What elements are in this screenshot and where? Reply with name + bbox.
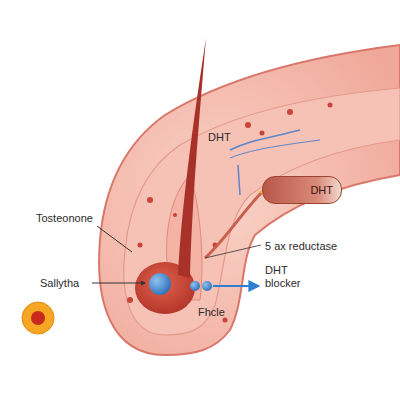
part-label: Tosteonone [36, 212, 106, 225]
part-label: DHT blocker [265, 264, 309, 290]
part-label: Sallytha [40, 277, 100, 290]
inner-sheath [124, 88, 400, 335]
part-label: 5 ax reductase [265, 240, 375, 253]
leader-line [92, 283, 145, 284]
hair-shaft [178, 38, 206, 278]
cell-icon [22, 302, 54, 334]
papilla-cell [149, 273, 171, 295]
dht-capsule: DHT [262, 176, 342, 204]
vessel [205, 192, 262, 258]
leader-line [97, 226, 132, 252]
follicle-outline [99, 45, 400, 355]
leader-line [205, 245, 261, 258]
blocker-molecule [190, 281, 200, 291]
duct-line [238, 165, 240, 195]
dht-dots [127, 103, 333, 323]
cell-nucleus [31, 311, 45, 325]
duct-line [230, 140, 320, 158]
capsule-text: DHT [310, 184, 333, 197]
blocker-molecule [202, 281, 212, 291]
blocker-arrow [213, 285, 258, 287]
part-label: DHT [208, 131, 238, 144]
duct-line [230, 130, 300, 150]
part-label: Fhcle [198, 306, 238, 319]
